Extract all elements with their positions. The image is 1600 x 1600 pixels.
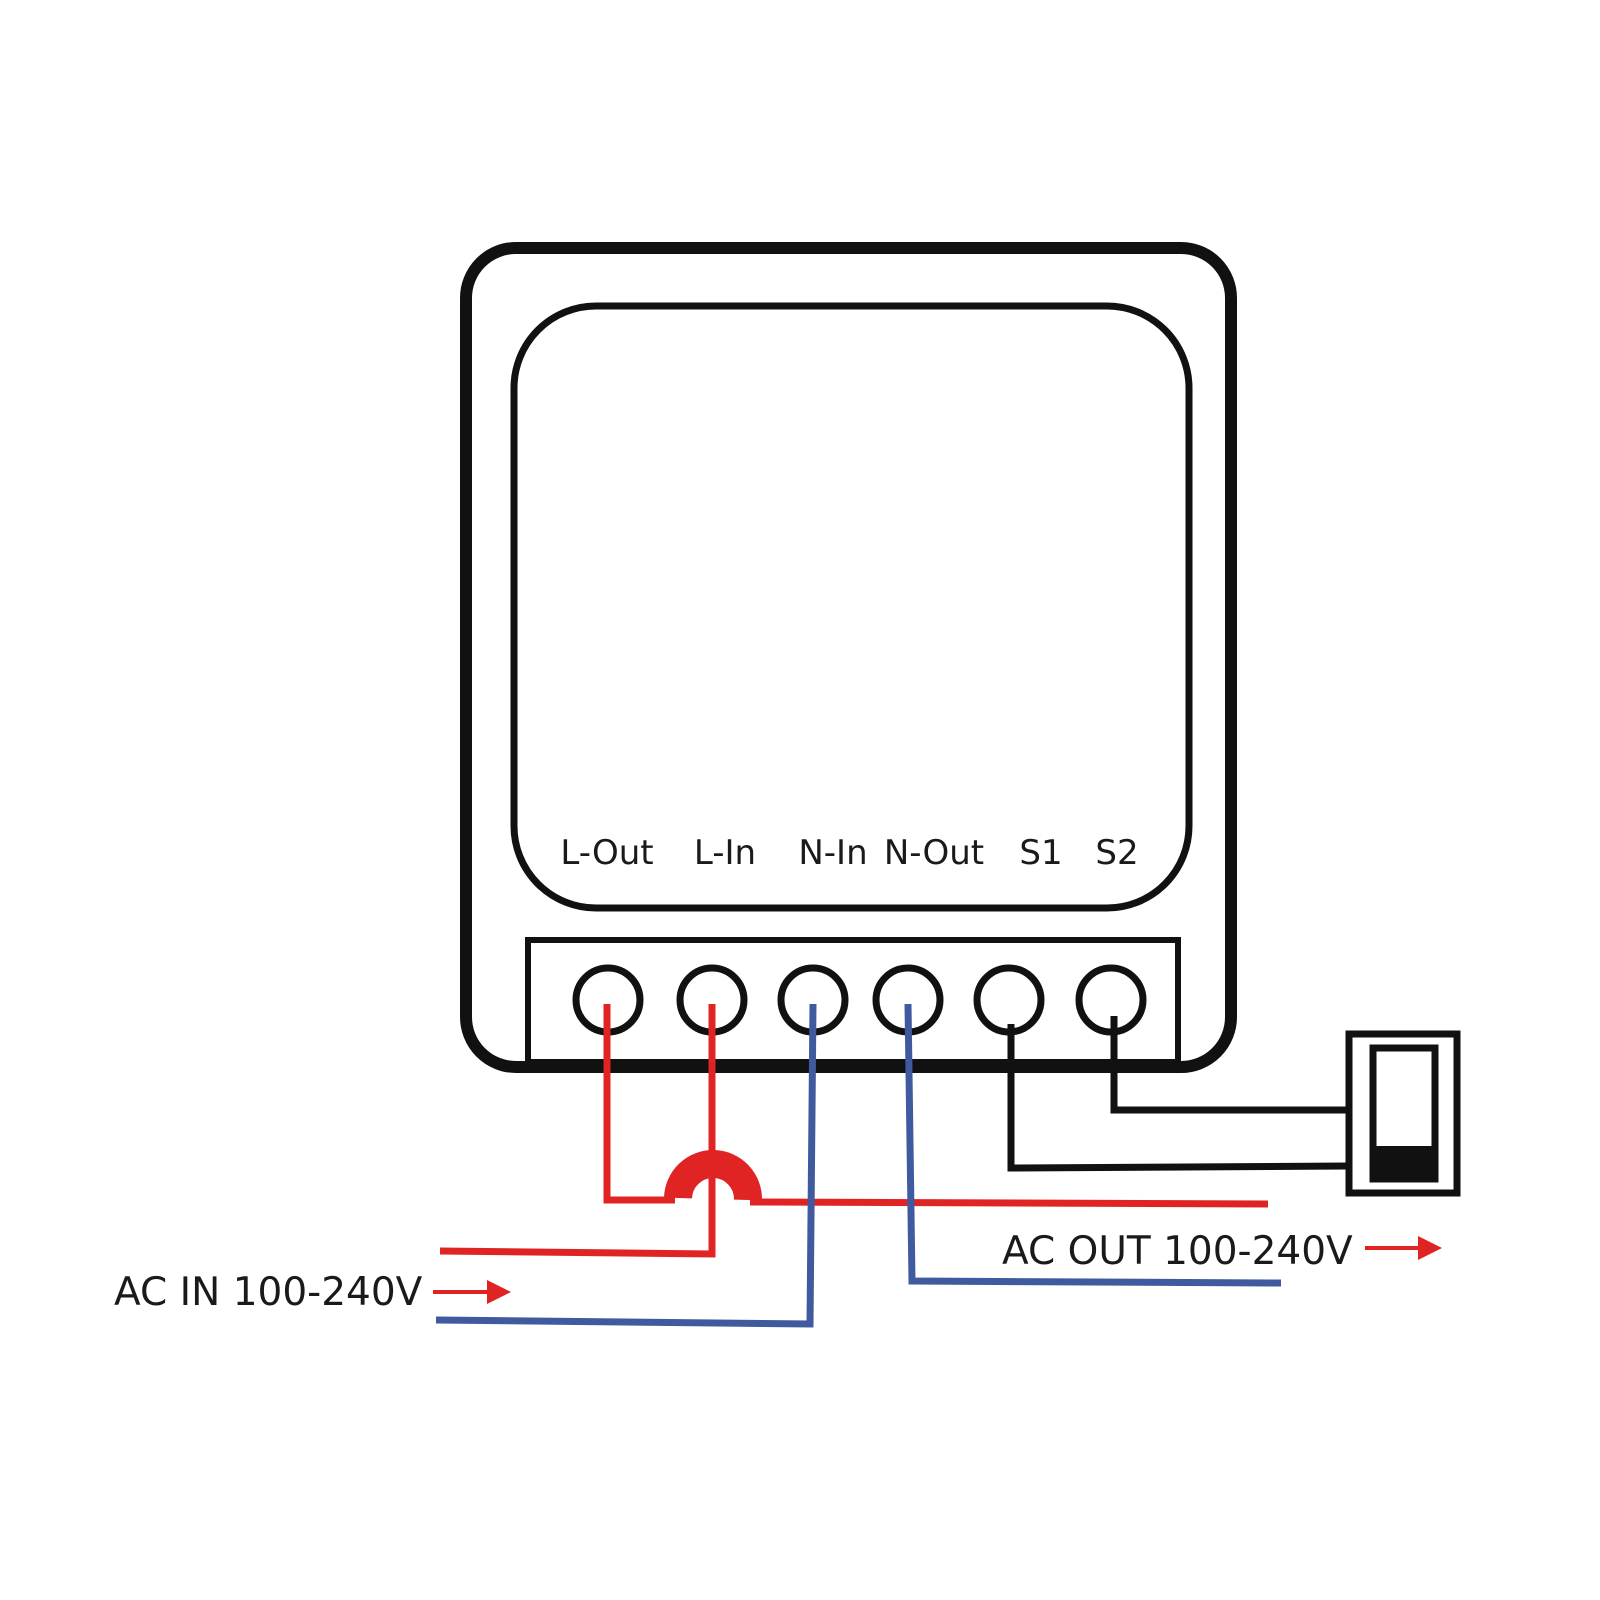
terminal-screws [572,964,1147,1036]
wire-n-out-to-ac-out [904,1003,1282,1287]
terminal-label-s2: S2 [1095,833,1138,873]
terminal-label-n-out: N-Out [884,833,984,873]
external-switch-icon [1345,1030,1461,1197]
terminal-labels: L-Out L-In N-In N-Out S1 S2 [560,833,1138,873]
wire-l-out-to-ac-out [603,1004,1269,1208]
wire-s2-to-switch [1110,1016,1348,1114]
ac-in-group: AC IN 100-240V [114,1270,511,1315]
ac-in-label: AC IN 100-240V [114,1270,423,1315]
terminal-label-l-out: L-Out [560,833,653,873]
neutral-wires [435,1003,1282,1328]
wire-s1-to-switch [1007,1024,1349,1172]
live-wires [439,1004,1269,1258]
arrow-right-icon [1365,1236,1442,1260]
terminal-label-n-in: N-In [798,833,867,873]
arrow-right-icon [433,1280,511,1304]
wire-ac-in-to-n-in [435,1003,817,1328]
device-inner-panel [510,302,1193,912]
ac-out-group: AC OUT 100-240V [1002,1229,1442,1274]
wire-ac-in-to-l-in [439,1004,716,1258]
smart-switch-device [460,242,1237,1073]
ac-out-label: AC OUT 100-240V [1002,1229,1353,1274]
switch-rocker-shade [1376,1146,1432,1177]
terminal-screw-s1 [973,964,1045,1036]
terminal-label-s1: S1 [1019,833,1062,873]
switch-wires [1007,1016,1349,1172]
terminal-label-l-in: L-In [694,833,756,873]
